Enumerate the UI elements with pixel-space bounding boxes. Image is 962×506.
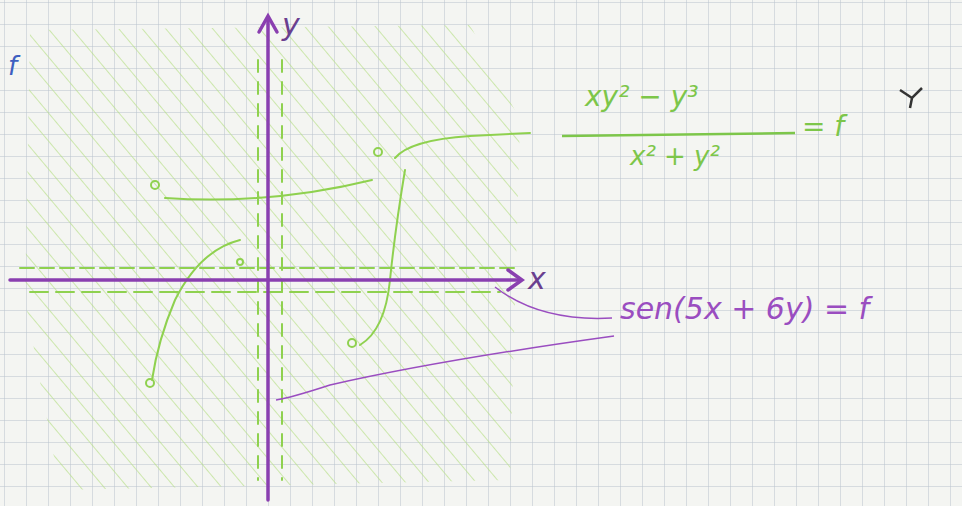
formula-denominator: x² + y² [630, 142, 720, 171]
axis-label: y [282, 8, 300, 41]
function-name: f [8, 52, 17, 81]
formula-label: sen(5x + 6y) = f [620, 292, 869, 325]
formula-numerator: xy² − y³ [585, 82, 698, 113]
axis-label: x [528, 262, 546, 295]
formula-equals: = f [802, 112, 844, 143]
